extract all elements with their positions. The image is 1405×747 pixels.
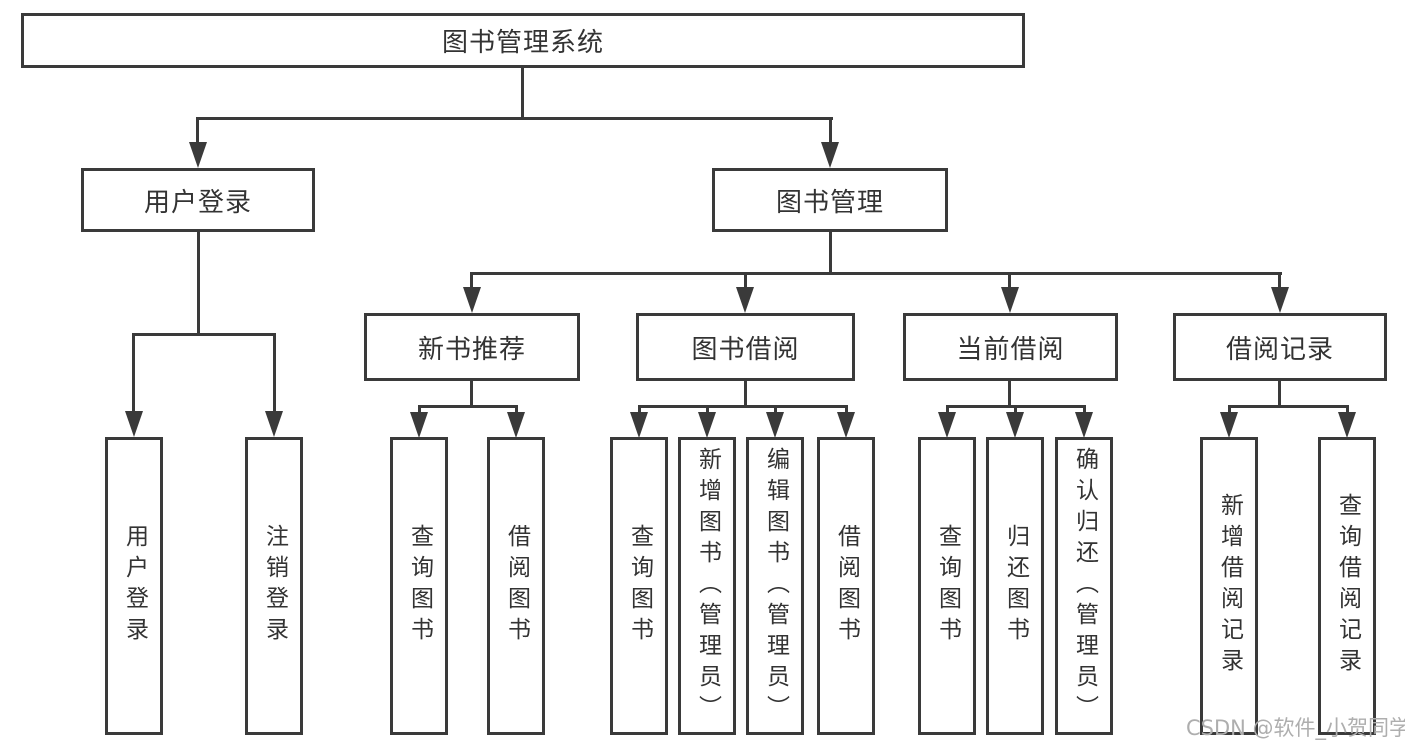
connector-login-drop-2 — [273, 333, 276, 413]
arrow-to-leaf-borrow-books-2 — [837, 412, 855, 438]
connector-root-stem — [521, 68, 524, 119]
arrow-to-leaf-query-books-3 — [938, 412, 956, 438]
connector-borrow-drop-1 — [638, 405, 641, 414]
arrow-to-leaf-add-record — [1220, 412, 1238, 438]
leaf-edit-book-admin: 编辑图书（管理员） — [746, 437, 804, 735]
arrow-to-leaf-return-book — [1006, 412, 1024, 438]
connector-borrow-stem — [744, 381, 747, 407]
leaf-label: 借阅图书 — [503, 524, 530, 648]
leaf-query-books-3: 查询图书 — [918, 437, 976, 735]
leaf-label: 查询借阅记录 — [1334, 493, 1361, 679]
arrow-to-leaf-query-books-2 — [630, 412, 648, 438]
leaf-label: 新增图书（管理员） — [694, 446, 721, 726]
connector-root-drop-left — [196, 117, 199, 144]
connector-current-drop-1 — [946, 405, 949, 414]
leaf-user-login: 用户登录 — [105, 437, 163, 735]
leaf-return-book: 归还图书 — [986, 437, 1044, 735]
connector-mgmt-drop-4 — [1278, 272, 1281, 290]
leaf-add-book-admin: 新增图书（管理员） — [678, 437, 736, 735]
node-label: 新书推荐 — [417, 334, 526, 365]
node-borrow-records: 借阅记录 — [1173, 313, 1387, 381]
leaf-label: 查询图书 — [406, 524, 433, 648]
leaf-logout-login: 注销登录 — [245, 437, 303, 735]
node-library-management-system: 图书管理系统 — [21, 13, 1025, 68]
leaf-query-books-1: 查询图书 — [390, 437, 448, 735]
connector-records-hline — [1228, 405, 1349, 408]
arrow-to-leaf-query-record — [1338, 412, 1356, 438]
connector-current-drop-3 — [1083, 405, 1086, 414]
leaf-query-books-2: 查询图书 — [610, 437, 668, 735]
connector-login-drop-1 — [132, 333, 135, 413]
connector-records-drop-2 — [1346, 405, 1349, 414]
connector-newrec-stem — [470, 381, 473, 407]
leaf-confirm-return-admin: 确认归还（管理员） — [1055, 437, 1113, 735]
leaf-label: 注销登录 — [261, 524, 288, 648]
node-current-borrow: 当前借阅 — [903, 313, 1118, 381]
connector-mgmt-hline — [470, 272, 1282, 275]
connector-newrec-drop-2 — [515, 405, 518, 414]
connector-records-stem — [1278, 381, 1281, 407]
node-label: 图书管理系统 — [441, 28, 604, 58]
arrow-to-leaf-edit-book — [766, 412, 784, 438]
node-label: 用户登录 — [143, 187, 252, 218]
arrow-to-new-book-recommend — [463, 287, 481, 313]
connector-borrow-drop-2 — [706, 405, 709, 414]
connector-root-hline — [197, 117, 833, 120]
connector-current-drop-2 — [1014, 405, 1017, 414]
connector-login-hline — [132, 333, 276, 336]
connector-records-drop-1 — [1228, 405, 1231, 414]
arrow-to-leaf-confirm-return — [1075, 412, 1093, 438]
csdn-watermark: CSDN @软件_小贺同学 — [1186, 716, 1405, 740]
connector-mgmt-stem — [829, 232, 832, 275]
connector-mgmt-drop-3 — [1008, 272, 1011, 290]
node-label: 借阅记录 — [1225, 334, 1334, 365]
leaf-query-borrow-record: 查询借阅记录 — [1318, 437, 1376, 735]
arrow-to-book-management — [821, 142, 839, 168]
leaf-add-borrow-record: 新增借阅记录 — [1200, 437, 1258, 735]
leaf-label: 查询图书 — [934, 524, 961, 648]
connector-borrow-drop-4 — [845, 405, 848, 414]
arrow-to-leaf-add-book — [698, 412, 716, 438]
connector-root-drop-right — [829, 117, 832, 144]
arrow-to-book-borrow — [736, 287, 754, 313]
leaf-label: 归还图书 — [1002, 524, 1029, 648]
node-user-login: 用户登录 — [81, 168, 315, 232]
node-new-book-recommend: 新书推荐 — [364, 313, 580, 381]
leaf-label: 确认归还（管理员） — [1071, 446, 1098, 726]
node-label: 当前借阅 — [956, 334, 1065, 365]
arrow-to-leaf-borrow-books-1 — [507, 412, 525, 438]
arrow-to-leaf-user-login — [125, 411, 143, 437]
leaf-label: 新增借阅记录 — [1216, 493, 1243, 679]
leaf-borrow-books-2: 借阅图书 — [817, 437, 875, 735]
arrow-to-leaf-query-books-1 — [410, 412, 428, 438]
leaf-label: 用户登录 — [121, 524, 148, 648]
connector-mgmt-drop-1 — [470, 272, 473, 290]
leaf-label: 查询图书 — [626, 524, 653, 648]
connector-login-stem — [197, 232, 200, 336]
connector-borrow-hline — [638, 405, 848, 408]
connector-newrec-drop-1 — [418, 405, 421, 414]
leaf-label: 借阅图书 — [833, 524, 860, 648]
node-book-borrow: 图书借阅 — [636, 313, 855, 381]
arrow-to-borrow-records — [1271, 287, 1289, 313]
node-book-management: 图书管理 — [712, 168, 948, 232]
node-label: 图书管理 — [775, 187, 884, 218]
leaf-borrow-books-1: 借阅图书 — [487, 437, 545, 735]
connector-mgmt-drop-2 — [744, 272, 747, 290]
connector-borrow-drop-3 — [774, 405, 777, 414]
arrow-to-user-login — [189, 142, 207, 168]
leaf-label: 编辑图书（管理员） — [762, 446, 789, 726]
connector-current-stem — [1008, 381, 1011, 407]
arrow-to-current-borrow — [1001, 287, 1019, 313]
node-label: 图书借阅 — [691, 334, 800, 365]
arrow-to-leaf-logout — [265, 411, 283, 437]
connector-newrec-hline — [418, 405, 518, 408]
